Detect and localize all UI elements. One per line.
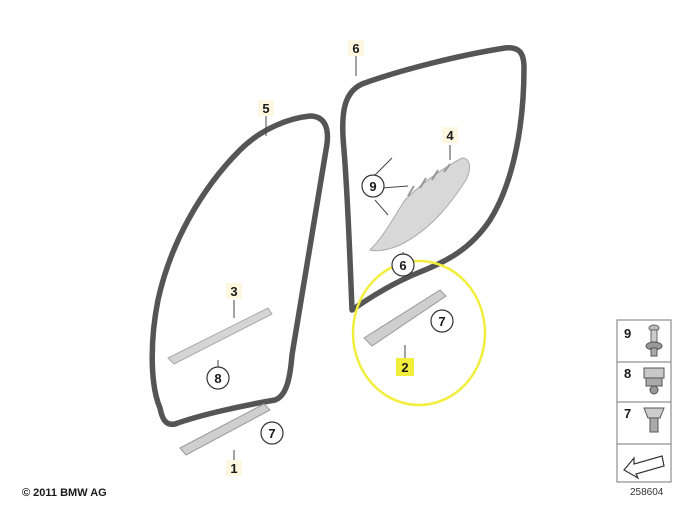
pillar-trim-part-4 — [369, 157, 470, 252]
circled-label-7-rear: 7 — [430, 309, 454, 333]
svg-text:8: 8 — [214, 371, 221, 386]
fastener-legend: 9 8 7 — [616, 319, 672, 483]
svg-text:9: 9 — [369, 179, 376, 194]
arrow-icon — [623, 455, 665, 480]
svg-text:2: 2 — [401, 360, 408, 375]
circled-label-9: 9 — [361, 174, 385, 198]
part-label-5: 5 — [258, 100, 274, 116]
part-label-6: 6 — [348, 40, 364, 56]
sill-strip-part-2 — [363, 289, 447, 347]
svg-text:7: 7 — [624, 406, 631, 421]
svg-text:3: 3 — [230, 284, 237, 299]
diagram-number: 258604 — [630, 487, 664, 498]
svg-text:4: 4 — [446, 128, 454, 143]
legend-item-8: 8 — [624, 366, 665, 395]
legend-item-9: 9 — [624, 324, 663, 357]
svg-text:7: 7 — [268, 426, 275, 441]
plastic-clip-icon — [643, 407, 665, 433]
circled-label-7-front: 7 — [260, 421, 284, 445]
clip-nut-icon — [643, 367, 665, 395]
sill-strip-part-1 — [179, 403, 271, 456]
svg-text:8: 8 — [624, 366, 631, 381]
part-label-1: 1 — [226, 460, 242, 476]
svg-text:6: 6 — [352, 41, 359, 56]
push-rivet-icon — [645, 324, 663, 357]
svg-text:7: 7 — [438, 314, 445, 329]
circled-label-6: 6 — [391, 253, 415, 277]
svg-text:5: 5 — [262, 101, 269, 116]
trim-strip-part-3 — [167, 307, 273, 365]
part-label-3: 3 — [226, 283, 242, 299]
part-label-2: 2 — [396, 358, 414, 376]
copyright-text: © 2011 BMW AG — [22, 487, 107, 499]
legend-item-7: 7 — [624, 406, 665, 433]
svg-text:1: 1 — [230, 461, 237, 476]
leader-lines — [217, 56, 451, 462]
rear-door-seal — [339, 44, 527, 313]
svg-text:6: 6 — [399, 258, 406, 273]
circled-label-8: 8 — [206, 366, 230, 390]
svg-text:9: 9 — [624, 326, 631, 341]
highlight-ellipse — [351, 259, 487, 407]
part-label-4: 4 — [442, 127, 458, 143]
front-door-seal — [149, 113, 331, 428]
